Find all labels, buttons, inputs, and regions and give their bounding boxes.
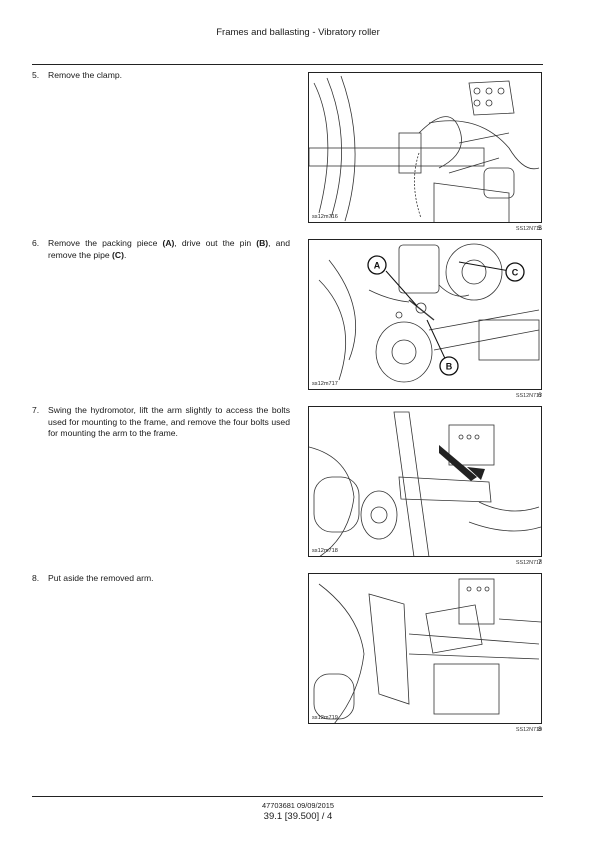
figure-5-illustration — [309, 75, 540, 222]
figure-7-illustration — [309, 411, 541, 556]
step-text-part: Remove the packing piece — [48, 238, 163, 248]
figure-number: 6 — [538, 392, 542, 399]
figure-7-image: ss12m718 — [308, 406, 542, 557]
figure-code: ss12m718 — [312, 548, 338, 554]
step-callout-a: (A) — [162, 238, 175, 248]
step-text: Put aside the removed arm. — [48, 573, 154, 583]
step-number: 7. — [32, 405, 40, 415]
step-7: 7. Swing the hydromotor, lift the arm sl… — [32, 405, 290, 440]
callout-c-label: C — [512, 268, 519, 278]
step-text: Remove the clamp. — [48, 70, 123, 80]
footer-page-number: 39.1 [39.500] / 4 — [263, 811, 333, 822]
step-text-part: . — [123, 249, 127, 260]
step-text: Remove the packing piece (A), drive out … — [48, 238, 290, 261]
step-number: 5. — [32, 70, 40, 80]
header-rule — [32, 64, 543, 65]
callout-b-label: B — [446, 362, 453, 372]
step-5: 5. Remove the clamp. — [32, 70, 290, 82]
step-number: 8. — [32, 573, 40, 583]
figure-6-illustration: A B C — [318, 243, 540, 383]
figure-caption: SS12N719 — [515, 727, 542, 733]
figure-number: 5 — [538, 225, 542, 232]
figure-8-illustration — [313, 578, 541, 723]
figure-number: 8 — [538, 726, 542, 733]
page-header-title: Frames and ballasting - Vibratory roller — [216, 27, 380, 38]
figure-code: ss12m719 — [312, 715, 338, 721]
figure-caption: SS12N718 — [515, 560, 542, 566]
step-text: Swing the hydromotor, lift the arm sligh… — [48, 405, 290, 439]
figure-6-image: A B C ss12m717 — [308, 239, 542, 390]
step-text-part: , and remove the pipe — [48, 238, 290, 260]
step-callout-c: (C) — [112, 249, 124, 260]
callout-a-label: A — [374, 261, 381, 271]
figure-code: ss12m717 — [312, 381, 338, 387]
footer-document-id: 47703681 09/09/2015 — [262, 801, 334, 810]
figure-8-image: ss12m719 — [308, 573, 542, 724]
step-8: 8. Put aside the removed arm. — [32, 573, 290, 585]
figure-caption: SS12N717 — [515, 393, 542, 399]
figure-number: 7 — [538, 559, 542, 566]
step-number: 6. — [32, 238, 40, 248]
figure-5-image: ss12m716 — [308, 72, 542, 223]
step-text-part: , drive out the pin — [174, 238, 257, 248]
footer-rule — [32, 796, 543, 797]
figure-code: ss12m716 — [312, 214, 338, 220]
figure-caption: SS12N716 — [515, 226, 542, 232]
step-6: 6. Remove the packing piece (A), drive o… — [32, 238, 290, 261]
step-callout-b: (B) — [256, 238, 269, 248]
